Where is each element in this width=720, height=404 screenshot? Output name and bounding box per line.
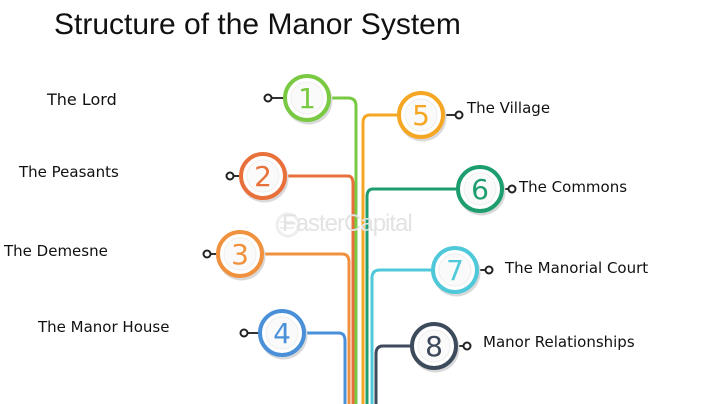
node-6-number: 6 (471, 173, 489, 206)
node-4: 4 (239, 309, 308, 360)
label-the-commons: The Commons (519, 178, 628, 196)
watermark-logo-icon (275, 212, 301, 238)
node-4-dot (239, 328, 249, 338)
label-the-manorial-court: The Manorial Court (505, 259, 649, 277)
node-6-dot (507, 184, 517, 194)
label-manor-relationships: Manor Relationships (483, 333, 635, 351)
node-5-number: 5 (412, 99, 430, 132)
node-8-number: 8 (425, 330, 443, 363)
node-3-dot (202, 249, 212, 259)
label-the-demesne: The Demesne (4, 242, 108, 260)
node-1-dot (263, 93, 273, 103)
label-the-village: The Village (467, 99, 551, 117)
node-1-number: 1 (298, 82, 316, 115)
watermark: FasterCapital (282, 210, 413, 237)
node-5: 5 (397, 91, 464, 142)
label-the-lord: The Lord (47, 90, 117, 109)
node-8-dot (462, 341, 472, 351)
node-1: 1 (263, 74, 333, 125)
node-2: 2 (225, 152, 289, 203)
node-7: 7 (431, 246, 494, 297)
label-the-manor-house: The Manor House (38, 318, 170, 336)
node-7-dot (484, 265, 494, 275)
node-3-number: 3 (231, 238, 249, 271)
trunk-lines (262, 96, 458, 404)
node-4-number: 4 (273, 317, 291, 350)
node-6: 6 (456, 165, 517, 216)
node-3: 3 (202, 230, 266, 281)
node-2-dot (225, 171, 235, 181)
node-7-number: 7 (446, 254, 464, 287)
label-the-peasants: The Peasants (19, 163, 119, 181)
node-5-dot (454, 110, 464, 120)
node-circles: 1 2 3 4 5 6 7 8 (202, 74, 517, 373)
page-title: Structure of the Manor System (54, 8, 461, 41)
node-8: 8 (410, 322, 472, 373)
node-2-number: 2 (254, 160, 272, 193)
